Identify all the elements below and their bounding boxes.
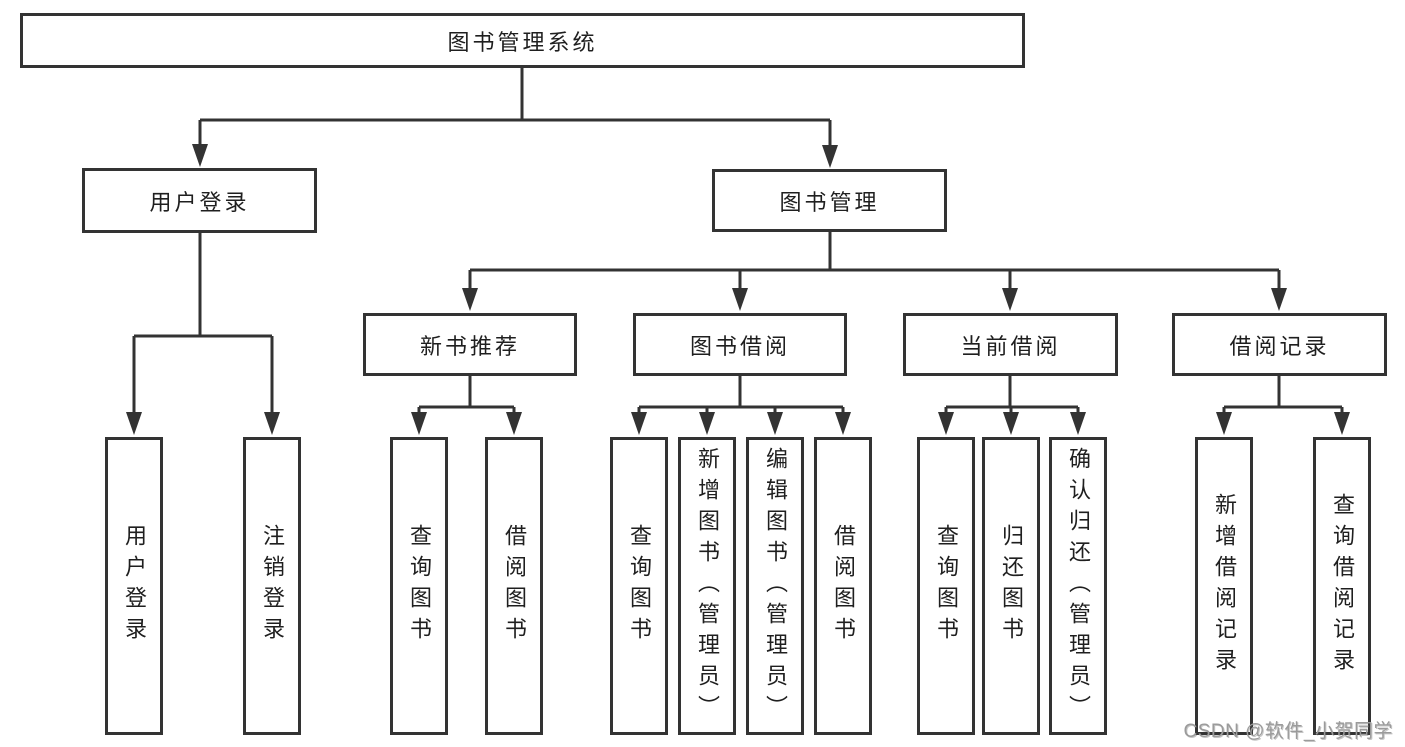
connector-user-login-children [132,233,274,416]
node-root: 图书管理系统 [20,13,1025,68]
connector-root-to-level2 [198,68,832,149]
leaf-return-book: 归还图书 [982,437,1040,735]
node-current-borrow-label: 当前借阅 [960,333,1061,359]
leaf-logout-label: 注销登录 [260,524,285,648]
arrowheads-records-children [1216,412,1350,435]
watermark: CSDN @软件_小贺同学 [1183,721,1393,742]
leaf-confirm-return-admin: 确认归还（管理员） [1049,437,1107,735]
node-current-borrow: 当前借阅 [903,313,1118,376]
leaf-add-book-admin: 新增图书（管理员） [678,437,736,735]
leaf-add-borrow-record: 新增借阅记录 [1195,437,1253,735]
leaf-query-borrow-record: 查询借阅记录 [1313,437,1371,735]
arrowheads-recommend-children [411,412,522,435]
leaf-edit-book-admin: 编辑图书（管理员） [746,437,804,735]
connector-recommend-children [417,376,516,416]
leaf-borrow-book-2: 借阅图书 [814,437,872,735]
node-borrow-records-label: 借阅记录 [1229,333,1330,359]
leaf-logout: 注销登录 [243,437,301,735]
leaf-borrow-book-2-label: 借阅图书 [831,524,856,648]
node-root-label: 图书管理系统 [447,29,598,55]
connector-current-children [944,376,1080,416]
leaf-confirm-return-admin-label: 确认归还（管理员） [1066,446,1091,726]
leaf-borrow-book-1: 借阅图书 [485,437,543,735]
arrowheads-level3 [462,288,1287,311]
arrowheads-user-login-children [126,412,280,435]
arrowheads-level2 [192,144,838,168]
node-book-management-label: 图书管理 [779,189,880,215]
leaf-query-book-3: 查询图书 [917,437,975,735]
leaf-query-borrow-record-label: 查询借阅记录 [1330,493,1355,679]
node-user-login: 用户登录 [82,168,317,233]
leaf-query-book-3-label: 查询图书 [934,524,959,648]
connector-borrow-children [637,376,845,416]
node-borrow-records: 借阅记录 [1172,313,1387,376]
arrowheads-current-children [938,412,1086,435]
leaf-query-book-2-label: 查询图书 [627,524,652,648]
node-new-book-recommend-label: 新书推荐 [419,333,520,359]
leaf-return-book-label: 归还图书 [999,524,1024,648]
node-new-book-recommend: 新书推荐 [363,313,577,376]
leaf-query-book-1-label: 查询图书 [407,524,432,648]
leaf-query-book-2: 查询图书 [610,437,668,735]
leaf-user-login: 用户登录 [105,437,163,735]
node-book-management: 图书管理 [712,169,947,232]
leaf-borrow-book-1-label: 借阅图书 [502,524,527,648]
node-book-borrow: 图书借阅 [633,313,847,376]
leaf-add-borrow-record-label: 新增借阅记录 [1212,493,1237,679]
leaf-user-login-label: 用户登录 [122,524,147,648]
node-book-borrow-label: 图书借阅 [689,333,790,359]
leaf-add-book-admin-label: 新增图书（管理员） [695,446,720,726]
leaf-query-book-1: 查询图书 [390,437,448,735]
node-user-login-label: 用户登录 [149,189,250,215]
connector-book-management-children [468,232,1281,292]
connector-records-children [1222,376,1344,416]
leaf-edit-book-admin-label: 编辑图书（管理员） [763,446,788,726]
arrowheads-borrow-children [631,412,851,435]
